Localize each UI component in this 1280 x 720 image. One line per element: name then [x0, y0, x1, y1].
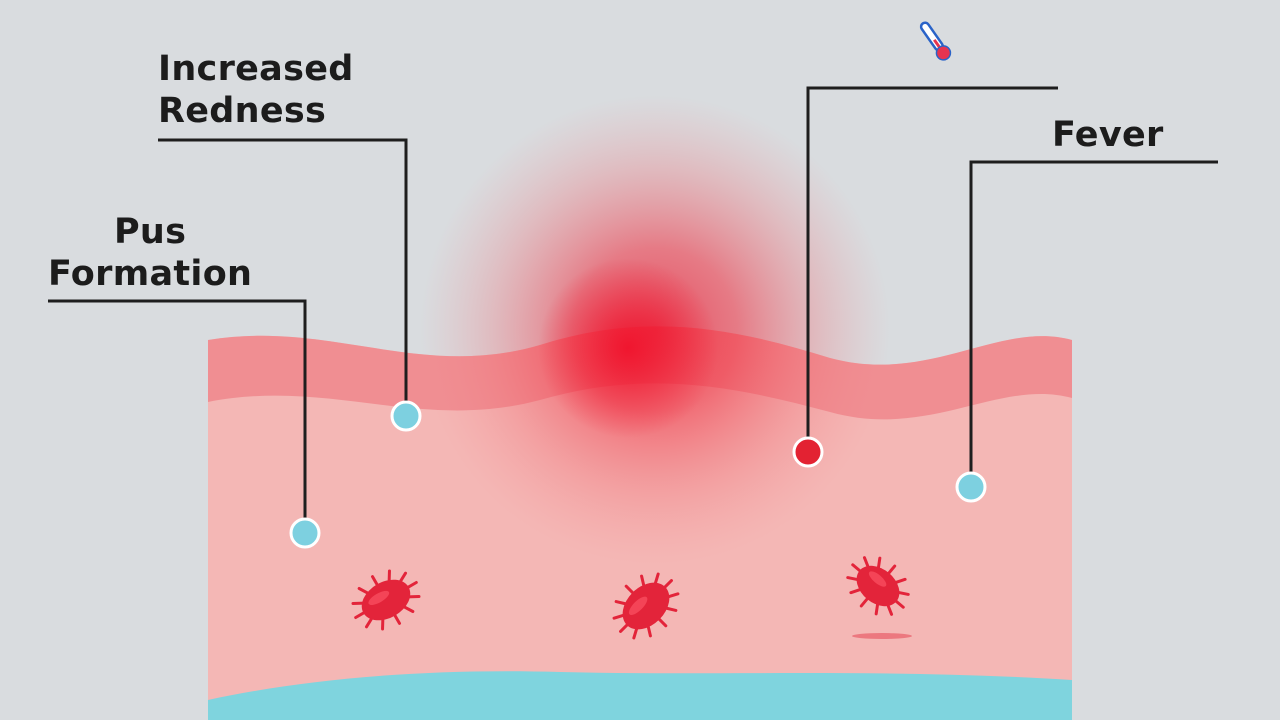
- pus-formation-line-1: Pus: [113, 212, 187, 252]
- bacteria-icon: [612, 572, 680, 640]
- fever-marker: [955, 471, 987, 503]
- bacteria-group: [351, 556, 910, 640]
- pus-marker: [289, 517, 321, 549]
- pus-leader-line: [48, 299, 307, 520]
- increased-redness-label: Increased Redness: [158, 48, 354, 132]
- top-marker: [792, 436, 824, 468]
- redness-leader-line: [158, 138, 408, 402]
- leader-lines: [48, 86, 1218, 520]
- bacteria-shadow: [852, 633, 912, 639]
- markers: [289, 400, 987, 549]
- fever-leader-line: [969, 160, 1218, 472]
- pus-formation-line-2: Formation: [48, 254, 253, 294]
- fever-label: Fever: [1052, 114, 1164, 156]
- pus-formation-label: Pus Formation: [48, 211, 252, 295]
- top-leader-line: [806, 86, 1058, 438]
- inflammation-area: [420, 95, 890, 565]
- increased-redness-line-1: Increased: [158, 49, 354, 89]
- increased-redness-line-2: Redness: [158, 91, 327, 131]
- fever-text: Fever: [1052, 115, 1164, 155]
- bacteria-icon: [846, 556, 910, 616]
- subcutaneous-layer: [208, 671, 1072, 720]
- redness-marker: [390, 400, 422, 432]
- bacteria-icon: [351, 569, 421, 631]
- thermometer-icon: [919, 21, 952, 61]
